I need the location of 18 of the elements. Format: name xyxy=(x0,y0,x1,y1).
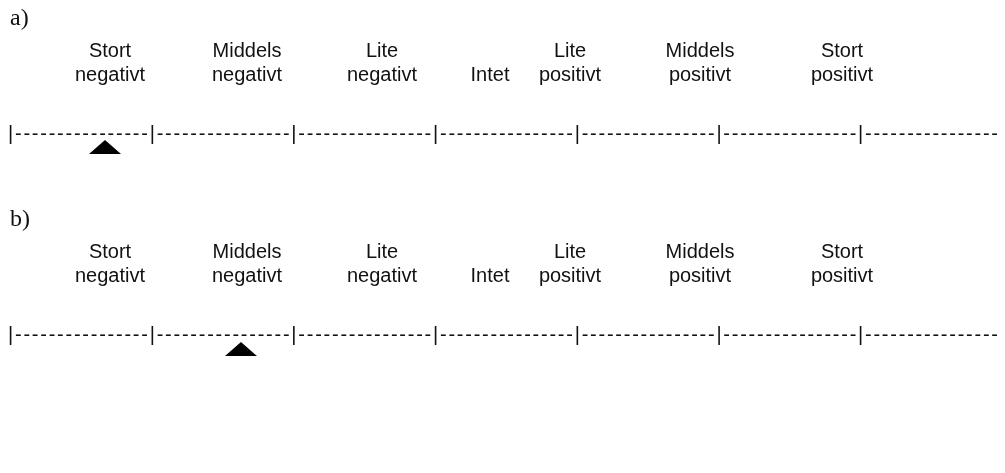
scale-category-label: Stort positivt xyxy=(809,38,875,86)
scale-category-label: Middels positivt xyxy=(664,38,736,86)
scale-category-label: Lite negativt xyxy=(345,38,419,86)
scale-category-label: Stort positivt xyxy=(809,239,875,287)
scale-category-label: Stort negativt xyxy=(73,38,147,86)
panel-label: a) xyxy=(10,5,29,29)
scale-category-label: Lite negativt xyxy=(345,239,419,287)
scale-category-label: Lite positivt xyxy=(537,38,603,86)
scale-category-label: Stort negativt xyxy=(73,239,147,287)
scale-line: |----------------|----------------|----------------|----------------|----------------|----------------|---------------- xyxy=(8,322,1000,346)
scale-category-label: Middels negativt xyxy=(210,38,284,86)
scale-line: |----------------|----------------|----------------|----------------|----------------|----------------|---------------- xyxy=(8,121,1000,145)
scale-category-label: Intet xyxy=(469,62,511,86)
scale-category-label: Intet xyxy=(469,263,511,287)
scale-category-label: Lite positivt xyxy=(537,239,603,287)
scale-category-label: Middels positivt xyxy=(664,239,736,287)
scale-category-label: Middels negativt xyxy=(210,239,284,287)
panel-label: b) xyxy=(10,206,30,230)
